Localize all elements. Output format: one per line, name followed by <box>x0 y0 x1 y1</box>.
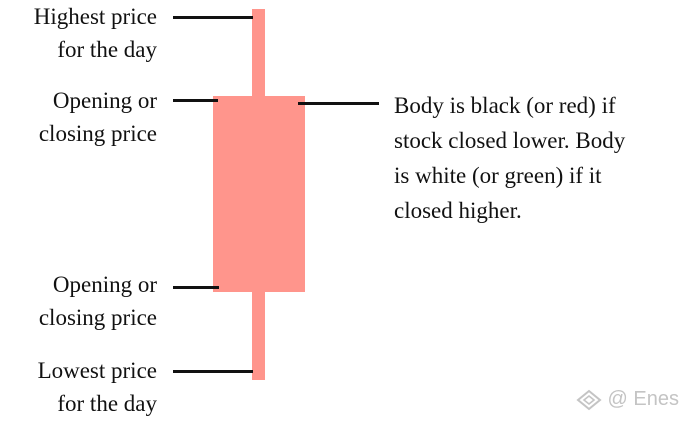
candle-body <box>213 96 305 292</box>
label-highest-price: Highest price for the day <box>34 0 157 66</box>
label-opening-closing-bottom-line2: closing price <box>38 305 157 330</box>
label-lowest-price: Lowest price for the day <box>38 354 157 420</box>
label-opening-closing-top: Opening or closing price <box>39 84 157 150</box>
diamond-logo-icon <box>575 389 602 411</box>
body-note-line3: is white (or green) if it <box>394 163 602 188</box>
watermark-text: @ Enes <box>607 388 679 410</box>
body-note-line4: closed higher. <box>394 198 522 223</box>
label-lowest-price-line2: for the day <box>57 391 157 416</box>
body-note: Body is black (or red) if stock closed l… <box>394 88 625 228</box>
label-highest-price-line2: for the day <box>57 37 157 62</box>
pointer-high <box>173 16 253 19</box>
body-note-line2: stock closed lower. Body <box>394 128 626 153</box>
pointer-body-note <box>298 102 379 105</box>
pointer-open-bottom <box>173 286 219 289</box>
pointer-low <box>173 370 253 373</box>
label-opening-closing-top-line2: closing price <box>38 121 157 146</box>
watermark: @ Enes <box>575 388 679 411</box>
label-lowest-price-line1: Lowest price <box>37 358 157 383</box>
upper-wick <box>252 9 265 97</box>
label-opening-closing-bottom-line1: Opening or <box>52 272 157 297</box>
lower-wick <box>252 291 265 380</box>
pointer-open-top <box>173 99 218 102</box>
body-note-line1: Body is black (or red) if <box>394 93 616 118</box>
label-opening-closing-top-line1: Opening or <box>52 88 157 113</box>
label-highest-price-line1: Highest price <box>33 4 157 29</box>
label-opening-closing-bottom: Opening or closing price <box>39 268 157 334</box>
